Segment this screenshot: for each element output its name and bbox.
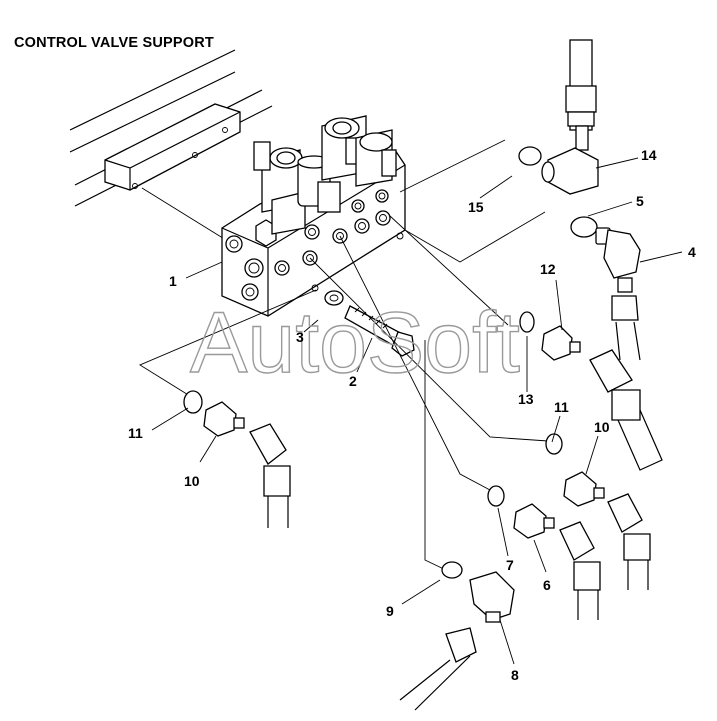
watermark-text: AutoSoft	[190, 295, 520, 391]
port-leader-lines	[139, 139, 549, 573]
fitting-14	[518, 39, 599, 195]
callout-leaders	[151, 157, 683, 665]
callout-label: 3	[296, 329, 304, 345]
callout-label: 10	[184, 473, 200, 489]
support-frame	[69, 49, 273, 241]
callout-label: 11	[554, 399, 569, 415]
callout-label: 4	[688, 244, 696, 260]
callout-labels: 1 2 3 4 5 6 7 8 9 10 10 11 11 12 13 14 1…	[128, 147, 696, 683]
callout-label: 9	[386, 603, 394, 619]
callout-label: 12	[540, 261, 556, 277]
callout-label: 2	[349, 373, 357, 389]
fitting-10-right	[545, 433, 651, 590]
callout-label: 11	[128, 425, 143, 441]
callout-label: 15	[468, 199, 484, 215]
fitting-4	[570, 216, 641, 361]
callout-label: 13	[518, 391, 534, 407]
fitting-6	[487, 485, 601, 620]
callout-label: 7	[506, 557, 514, 573]
fitting-12	[519, 311, 663, 471]
control-valve-block	[221, 115, 406, 317]
callout-label: 5	[636, 193, 644, 209]
callout-label: 6	[543, 577, 551, 593]
fitting-8	[399, 561, 515, 711]
diagram-title: CONTROL VALVE SUPPORT	[14, 35, 214, 51]
callout-label: 1	[169, 273, 177, 289]
callout-label: 10	[594, 419, 610, 435]
fitting-10-left	[183, 390, 291, 528]
callout-label: 14	[641, 147, 657, 163]
callout-label: 8	[511, 667, 519, 683]
